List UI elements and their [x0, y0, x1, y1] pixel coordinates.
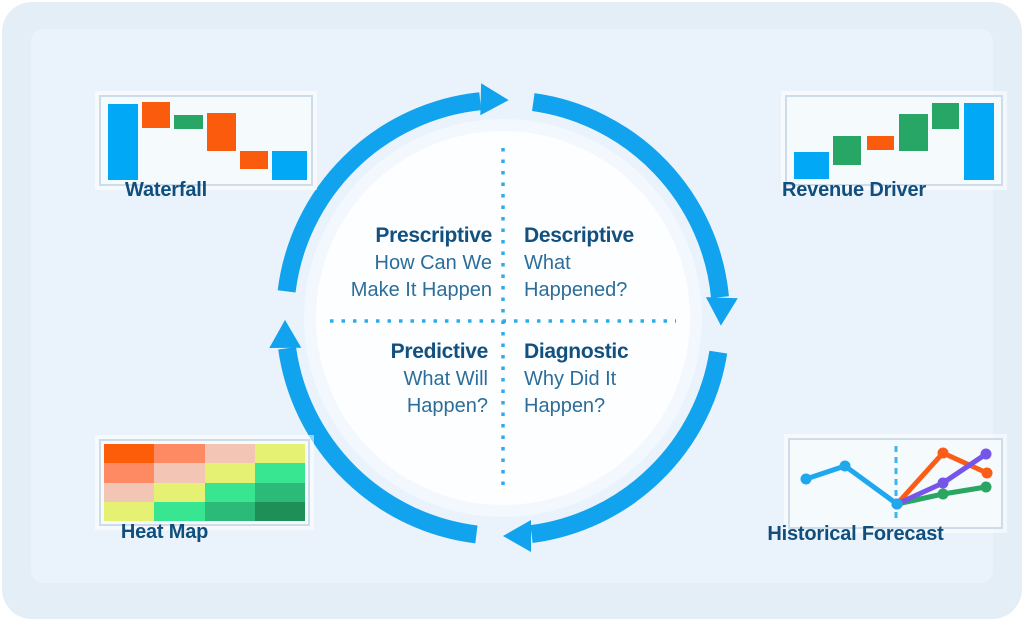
- cycle-arrowhead-icon: [480, 83, 509, 116]
- quadrant-diagnostic: Diagnostic Why Did It Happen?: [524, 338, 629, 420]
- cycle-arrowhead-icon: [269, 319, 302, 348]
- heat-map-grid: [104, 444, 305, 521]
- cycle-arrowhead-icon: [503, 520, 531, 552]
- quadrant-subtitle-line: Happened?: [524, 279, 628, 301]
- quadrant-predictive: Predictive What Will Happen?: [390, 338, 489, 420]
- heat-map-cell: [204, 482, 255, 502]
- quadrant-subtitle-line: Why Did It: [524, 368, 617, 390]
- quadrant-title: Prescriptive: [375, 224, 492, 247]
- quadrant-prescriptive: Prescriptive How Can We Make It Happen: [350, 222, 493, 304]
- cycle-arc-segment: [530, 350, 728, 544]
- waterfall-bar: [108, 104, 138, 180]
- heat-map-cell: [104, 444, 155, 464]
- history-blue-line: [803, 463, 900, 507]
- heat-map-cell: [204, 444, 255, 464]
- card-historical-forecast: [788, 438, 1003, 529]
- heat-map-cell: [254, 463, 305, 483]
- heat-map-cell: [154, 501, 205, 521]
- waterfall-bar: [272, 151, 307, 180]
- quadrant-title: Descriptive: [524, 224, 634, 247]
- history-blue-point: [891, 498, 903, 510]
- forecast-purple-point: [980, 448, 992, 460]
- quadrant-title: Predictive: [390, 340, 489, 363]
- heat-map-chart: [104, 444, 305, 521]
- card-revenue-driver: [785, 95, 1003, 186]
- card-label-heat-map: Heat Map: [120, 521, 209, 543]
- heat-map-cell: [154, 463, 205, 483]
- waterfall-bar: [142, 102, 170, 128]
- revenue-driver-bar: [932, 103, 959, 129]
- center-circle: [316, 131, 690, 505]
- heat-map-cell: [254, 482, 305, 502]
- revenue-driver-chart: [790, 100, 998, 181]
- card-heat-map: [99, 439, 310, 526]
- revenue-driver-bar: [964, 103, 994, 180]
- heat-map-cell: [154, 444, 205, 464]
- quadrant-subtitle-line: Happen?: [524, 395, 606, 417]
- revenue-driver-bar: [899, 114, 928, 151]
- history-blue-point: [800, 473, 812, 485]
- quadrant-subtitle-line: How Can We: [374, 252, 492, 274]
- card-waterfall: [99, 95, 313, 186]
- cycle-arc-segment: [277, 92, 482, 293]
- waterfall-bar: [207, 113, 236, 151]
- quadrant-title: Diagnostic: [524, 340, 629, 363]
- cycle-arc-segment: [532, 93, 729, 298]
- card-label-waterfall: Waterfall: [125, 179, 207, 201]
- quadrant-subtitle-line: What: [524, 252, 571, 274]
- heat-map-cell: [204, 463, 255, 483]
- quadrant-subtitle-line: Make It Happen: [350, 279, 492, 301]
- heat-map-cell: [154, 482, 205, 502]
- forecast-lines-svg: [800, 446, 993, 522]
- heat-map-cell: [254, 444, 305, 464]
- forecast-green-point: [980, 481, 992, 493]
- waterfall-bar: [174, 115, 203, 129]
- heat-map-cell: [254, 501, 305, 521]
- heat-map-cell: [204, 501, 255, 521]
- forecast-orange-point: [981, 467, 993, 479]
- waterfall-chart: [104, 100, 308, 181]
- card-label-historical-forecast: Historical Forecast: [767, 523, 944, 545]
- history-blue-point: [839, 460, 851, 472]
- revenue-driver-bar: [867, 136, 894, 150]
- revenue-driver-bar: [833, 136, 861, 165]
- card-label-revenue-driver: Revenue Driver: [782, 179, 926, 201]
- quadrant-descriptive: Descriptive What Happened?: [524, 222, 634, 304]
- waterfall-bar: [240, 151, 268, 169]
- forecast-orange-point: [937, 447, 949, 459]
- cycle-arc-segment: [278, 347, 478, 544]
- quadrant-subtitle-line: Happen?: [406, 395, 488, 417]
- heat-map-cell: [104, 463, 155, 483]
- forecast-purple-point: [937, 477, 949, 489]
- cycle-arrowhead-icon: [705, 297, 738, 326]
- forecast-green-point: [937, 488, 949, 500]
- heat-map-cell: [104, 482, 155, 502]
- revenue-driver-bar: [794, 152, 829, 179]
- historical-forecast-chart: [793, 443, 998, 524]
- quadrant-subtitle-line: What Will: [403, 368, 488, 390]
- heat-map-cell: [104, 501, 155, 521]
